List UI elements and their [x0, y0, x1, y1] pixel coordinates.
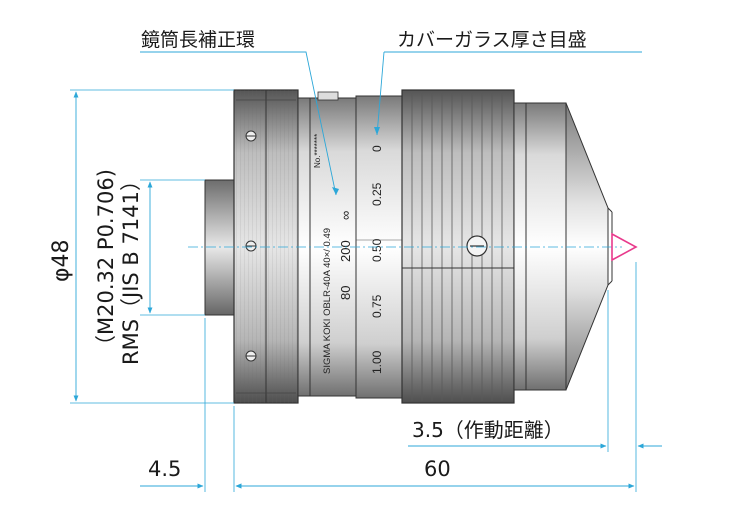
leader-lines [140, 51, 642, 196]
scale-mark-050: 0.50 [370, 238, 384, 262]
callout-cover-glass-scale: カバーガラス厚さ目盛 [397, 29, 587, 51]
scale-mark-100: 1.00 [370, 350, 384, 374]
dim-working-distance: 3.5（作動距離） [412, 418, 564, 442]
dim-diameter: φ48 [49, 239, 74, 282]
scale-mark-0: 0 [370, 145, 384, 152]
dim-thread: （M20.32 P0.706) [94, 169, 118, 356]
scale-mark-025: 0.25 [370, 182, 384, 206]
lens-nose-cone [565, 102, 609, 391]
cover-glass-ring [401, 89, 515, 404]
scale-mark-075: 0.75 [370, 294, 384, 318]
locking-screw-icon [466, 235, 488, 257]
ring-value-200: 200 [338, 240, 353, 262]
serial-engraving: No.******* [313, 134, 322, 168]
model-engraving: SIGMA KOKI OBLR-40A 40×/ 0.49 [322, 228, 333, 374]
dim-thread-standard: RMS（JIS B 7141） [119, 170, 143, 365]
thread-section [204, 179, 236, 316]
dim-flange: 4.5 [148, 457, 181, 481]
focus-point-marker [611, 232, 638, 262]
objective-lens-drawing [204, 89, 613, 404]
callout-barrel-ring: 鏡筒長補正環 [141, 29, 255, 51]
ring-value-infinity: ∞ [338, 211, 353, 220]
screw-icon [245, 130, 257, 362]
dim-overall-length: 60 [424, 457, 451, 481]
ring-value-80: 80 [338, 286, 353, 300]
